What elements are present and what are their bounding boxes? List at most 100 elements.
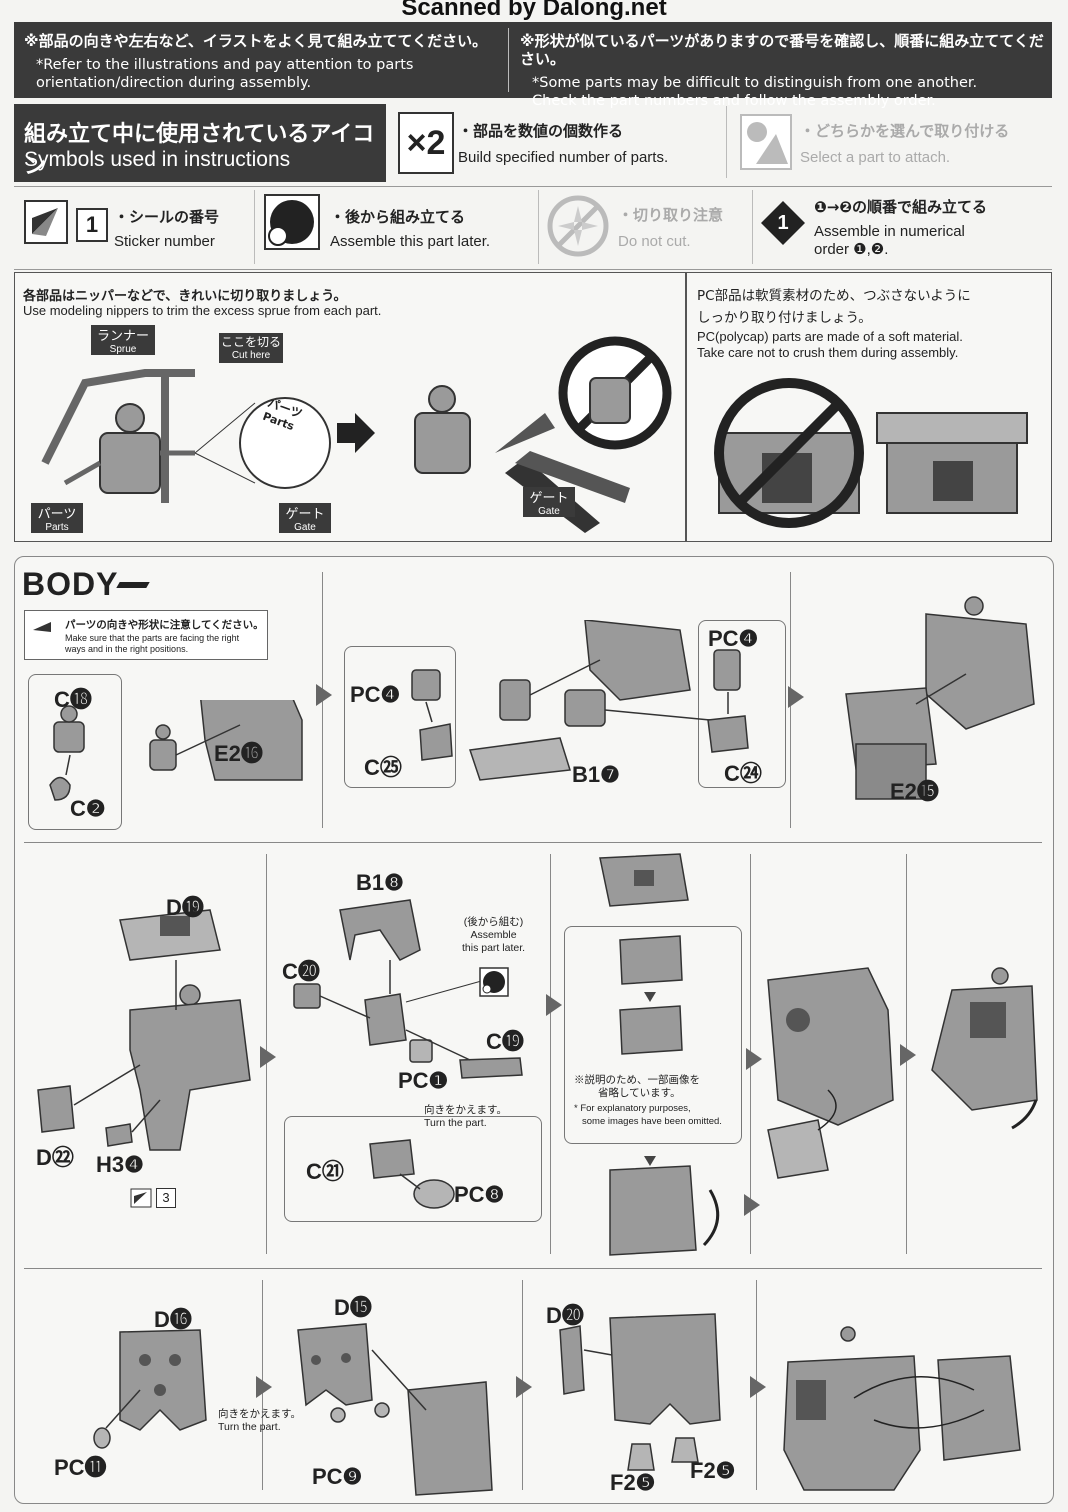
label-pc11: PC⓫ xyxy=(54,1455,107,1480)
body-title: BODY xyxy=(22,566,119,602)
sprue-jp: ランナー xyxy=(96,328,149,343)
later-note-en-2: this part later. xyxy=(462,942,526,954)
order-symbol-text: ❶→❷の順番で組み立てる Assemble in numerical order… xyxy=(814,196,987,258)
sub-assembly-frame xyxy=(28,674,122,830)
sub-assembly-frame xyxy=(284,1116,542,1222)
orientation-icon xyxy=(31,619,53,633)
label-pc4-a: PC❹ xyxy=(350,682,401,707)
polycap-en-2: Take care not to crush them during assem… xyxy=(697,345,959,360)
cutting-en: Use modeling nippers to trim the excess … xyxy=(23,303,382,318)
nocut-en: Do not cut. xyxy=(618,233,691,250)
label-d22: D㉒ xyxy=(36,1145,74,1170)
polycap-jp-2: しっかり取り付けましょう。 xyxy=(697,310,872,326)
label-d20: D⓴ xyxy=(546,1303,584,1328)
select-symbol-text: ・どちらかを選んで取り付ける Select a part to attach. xyxy=(800,120,1009,166)
step6-illustration xyxy=(599,853,720,1256)
note-divider xyxy=(508,28,509,92)
label-d16: D⓰ xyxy=(154,1307,192,1332)
left-note-en-1: *Refer to the illustrations and pay atte… xyxy=(36,57,414,73)
gate2-en: Gate xyxy=(538,506,560,517)
body-note-en-2: ways and in the right positions. xyxy=(65,644,189,654)
symbol-divider xyxy=(538,190,539,264)
step1-illustration xyxy=(49,700,303,801)
select-part-icon xyxy=(740,114,792,170)
step-arrow-icon xyxy=(546,994,562,1020)
label-c24: C㉔ xyxy=(724,761,762,786)
step7-illustration xyxy=(767,967,894,1179)
title-accent xyxy=(116,582,150,588)
parts-label: パーツ Parts xyxy=(31,503,83,533)
turn2-en: Turn the part. xyxy=(218,1421,281,1433)
turn-note-2: 向きをかえます。 Turn the part. xyxy=(218,1408,301,1434)
body-note-box: パーツの向きや形状に注意してください。 Make sure that the p… xyxy=(24,610,268,660)
omit-en-1: * For explanatory purposes, xyxy=(574,1103,691,1114)
sticker-ref-number: 3 xyxy=(156,1188,176,1208)
label-d19: D⓳ xyxy=(166,895,204,920)
label-pc4-b: PC❹ xyxy=(708,626,759,651)
turn-note: 向きをかえます。 Turn the part. xyxy=(424,1104,507,1130)
x2-en: Build specified number of parts. xyxy=(458,149,669,166)
turn-note-jp: 向きをかえます。 xyxy=(424,1104,507,1116)
step3-illustration xyxy=(845,596,1035,800)
left-note-en-2: orientation/direction during assembly. xyxy=(36,75,312,91)
do-not-cut-icon xyxy=(546,194,610,258)
label-c2: C❷ xyxy=(70,796,106,821)
later-note-jp: (後から組む) xyxy=(463,916,524,928)
label-pc1: PC❶ xyxy=(398,1068,449,1093)
label-f2-5-a: F2❺ xyxy=(610,1470,656,1495)
turn2-jp: 向きをかえます。 xyxy=(218,1408,301,1420)
polycap-illustration xyxy=(714,378,1028,528)
left-note-jp: ※部品の向きや左右など、イラストをよく見て組み立ててください。 xyxy=(24,32,488,50)
label-e2-16: E2⓰ xyxy=(214,741,263,766)
assemble-later-icon xyxy=(264,194,320,250)
cut-here-en: Cut here xyxy=(231,350,271,361)
label-e2-15: E2⓯ xyxy=(890,779,939,804)
right-note-en-2: Check the part numbers and follow the as… xyxy=(532,93,936,109)
label-b1-8: B1❽ xyxy=(356,870,404,895)
order-jp: ❶→❷の順番で組み立てる xyxy=(814,198,987,216)
right-note: ※形状が似ているパーツがありますので番号を確認し、順番に組み立ててください。 *… xyxy=(520,32,1052,110)
polycap-panel: PC部品は軟質素材のため、つぶさないように しっかり取り付けましょう。 PC(p… xyxy=(686,272,1052,542)
sticker-en: Sticker number xyxy=(114,233,215,250)
step4-illustration xyxy=(37,909,251,1151)
left-note: ※部品の向きや左右など、イラストをよく見て組み立ててください。 *Refer t… xyxy=(24,32,487,92)
polycap-en: PC(polycap) parts are made of a soft mat… xyxy=(697,329,963,361)
symbol-divider xyxy=(726,106,727,178)
sticker-icon xyxy=(130,1188,152,1208)
symbols-row xyxy=(14,186,1052,270)
col-separator xyxy=(550,854,551,1254)
step-arrow-icon xyxy=(900,1044,916,1070)
x2-jp: ・部品を数値の個数作る xyxy=(458,122,624,140)
later-en: Assemble this part later. xyxy=(330,233,491,250)
sticker-number-box: 1 xyxy=(76,208,108,242)
sub-assembly-frame xyxy=(344,646,456,788)
cutting-illustration xyxy=(41,336,672,533)
gate-jp: ゲート xyxy=(285,506,325,521)
label-c18: C⓲ xyxy=(54,687,92,712)
step10-illustration xyxy=(297,1323,493,1496)
omitted-detail-frame xyxy=(564,926,742,1144)
step-arrow-icon xyxy=(750,1376,766,1402)
step8-illustration xyxy=(931,967,1038,1130)
step5-sub-illustration xyxy=(369,1139,455,1209)
step12-illustration xyxy=(783,1326,1021,1491)
turn-note-en: Turn the part. xyxy=(424,1117,487,1129)
row-separator xyxy=(24,1268,1042,1269)
sticker-jp: ・シールの番号 xyxy=(114,208,220,226)
label-c21: C㉑ xyxy=(306,1159,344,1184)
gate-label: ゲート Gate xyxy=(279,503,331,533)
x2-badge-text: ×2 xyxy=(406,124,446,162)
step-arrow-icon xyxy=(788,686,804,712)
sticker-icon xyxy=(24,200,68,244)
x2-symbol-text: ・部品を数値の個数作る Build specified number of pa… xyxy=(458,120,668,166)
symbols-title-en: Symbols used in instructions xyxy=(24,148,291,171)
select-en: Select a part to attach. xyxy=(800,149,951,166)
step-arrow-icon xyxy=(260,1046,276,1072)
omit-jp-1: ※説明のため、一部画像を xyxy=(574,1074,700,1086)
step-order-num: 1 xyxy=(777,212,789,234)
label-f2-5-b: F2❺ xyxy=(690,1458,736,1483)
omit-en-2: some images have been omitted. xyxy=(582,1116,722,1127)
parts-en: Parts xyxy=(45,522,69,533)
gate-en: Gate xyxy=(294,522,316,533)
step-order-icon: 1 xyxy=(760,200,806,246)
